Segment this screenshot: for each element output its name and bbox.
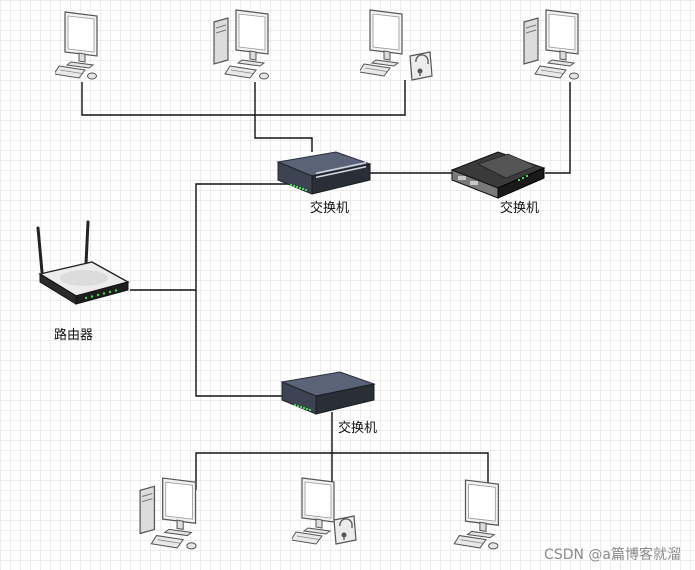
router-label: 路由器	[54, 328, 94, 343]
desktop-computer-icon	[55, 11, 98, 80]
wire-top-middle-pc	[254, 82, 313, 152]
desktop-tower-computer-icon	[213, 9, 269, 80]
wire-top-right-pc	[255, 80, 406, 116]
wire-top-left-pc	[81, 82, 255, 116]
network-switch-icon	[276, 151, 372, 195]
wire-bottom-bus	[195, 452, 489, 490]
wire-trunk-to-top-switch	[195, 183, 290, 290]
network-switch-icon	[280, 371, 376, 415]
desktop-tower-computer-icon	[139, 477, 197, 550]
switch-top-label: 交换机	[310, 201, 350, 216]
desktop-computer-with-lock-icon	[360, 9, 433, 81]
switch-right-label: 交换机	[500, 201, 540, 216]
wire-right-pc	[545, 82, 571, 174]
wire-trunk-to-bottom-switch	[195, 290, 290, 397]
desktop-computer-icon	[453, 479, 500, 550]
watermark-text: CSDN @a篇博客就溜	[544, 547, 681, 563]
desktop-computer-with-lock-icon	[292, 477, 357, 545]
switch-bottom-label: 交换机	[338, 421, 378, 436]
network-switch-icon	[450, 151, 546, 199]
desktop-tower-computer-icon	[523, 9, 579, 80]
wireless-router-icon	[36, 220, 130, 305]
